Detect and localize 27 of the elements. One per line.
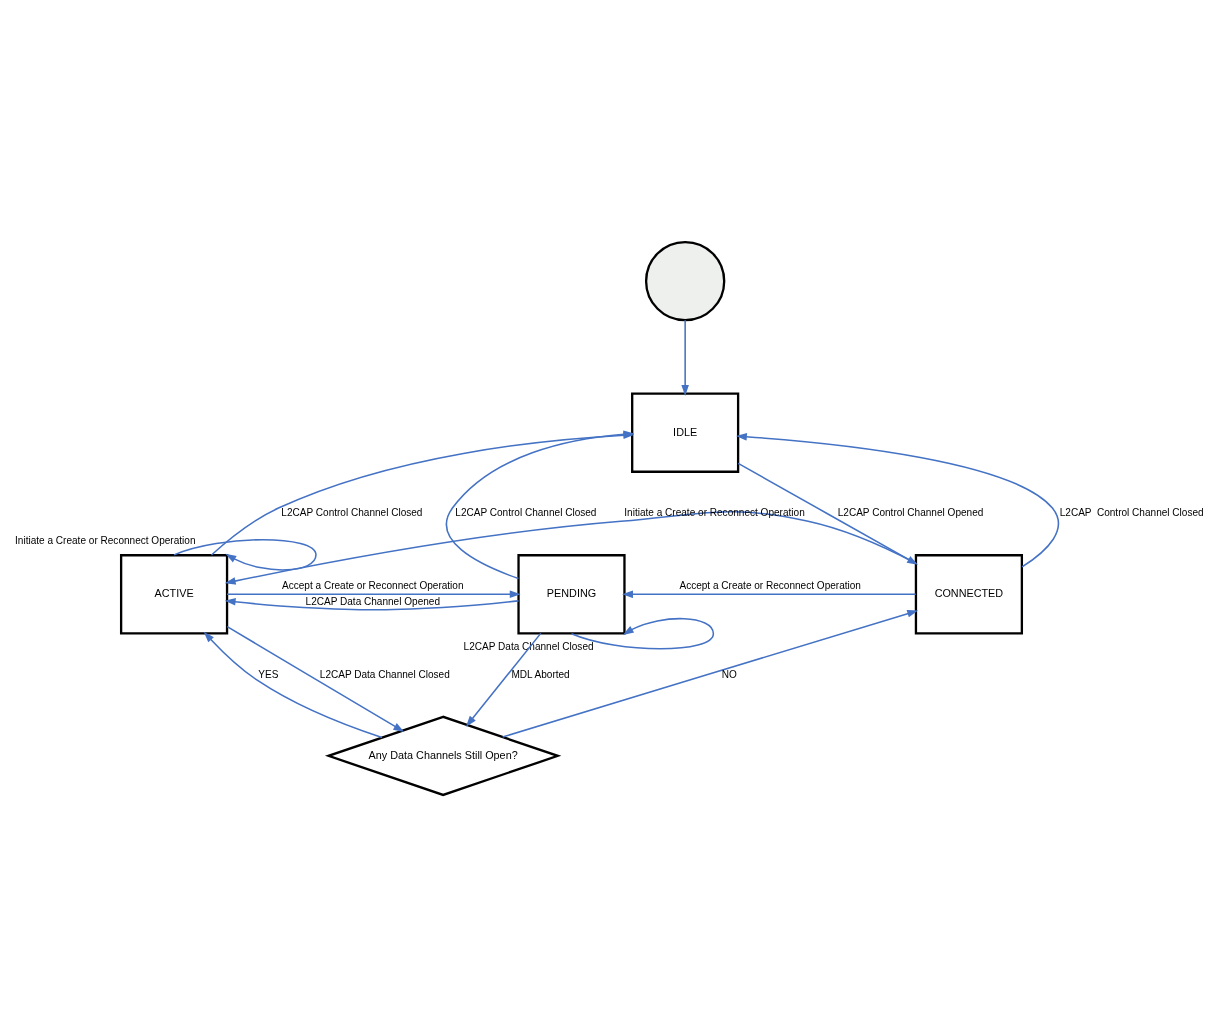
arrow [501,609,919,738]
arrow [226,625,405,732]
node-box: CONNECTED [914,553,1024,634]
edge-label: L2CAP Data Channel Closed [319,668,450,680]
edge-label: YES [258,668,279,680]
arrow [224,597,520,611]
arrow [681,319,689,396]
edge-label: MDL Aborted [511,668,570,680]
node-circle [644,240,726,321]
node-box: PENDING [517,553,626,634]
edge-label: L2CAP Data Channel Opened [305,595,441,607]
edge-label: L2CAP Control Channel Opened [837,506,984,518]
arrow [445,430,635,579]
edge-label: L2CAP Control Channel Closed [1059,506,1204,518]
arrow [622,589,917,598]
edge-label: L2CAP Control Channel Closed [455,506,597,518]
arrow [226,589,521,598]
edge-label: Accept a Create or Reconnect Operation [282,579,464,591]
arrow [203,631,383,738]
edge-label: Initiate a Create or Reconnect Operation [15,534,196,546]
edge-label: NO [721,668,737,680]
edge-label: L2CAP Control Channel Closed [281,506,423,518]
arrow [465,632,542,727]
node-box: IDLE [631,391,740,473]
arrow [210,430,635,556]
edge-label: Accept a Create or Reconnect Operation [679,579,861,591]
node-box: ACTIVE [119,553,229,634]
